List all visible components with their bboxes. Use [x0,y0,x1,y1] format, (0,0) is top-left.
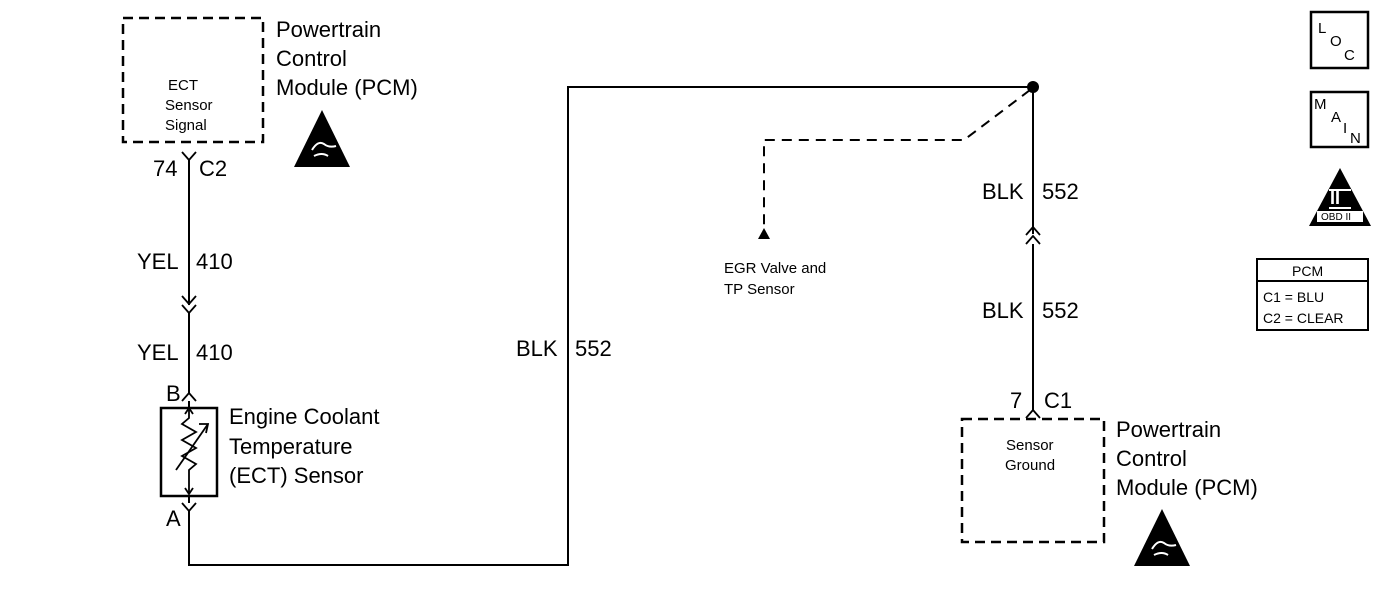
main-icon: M A I N [1309,90,1370,149]
svg-text:L: L [1318,20,1326,37]
wire-blk-right-upper-circuit: 552 [1042,179,1079,204]
svg-text:I: I [1343,120,1347,137]
ect-pin-a-symbol [181,502,197,513]
pcm-top-title-line-2: Control [276,46,347,71]
pcm-bottom-title-line-3: Module (PCM) [1116,475,1258,500]
ect-title-line-2: Temperature [229,434,353,459]
connector-table-row-2: C2 = CLEAR [1263,310,1344,326]
wire-blk-main-circuit: 552 [575,336,612,361]
pcm-bottom-pin: 7 [1010,388,1022,413]
connector-table-row-1: C1 = BLU [1263,289,1324,305]
wire-blk-right-lower-color: BLK [982,298,1024,323]
ect-pin-b-symbol [181,391,197,402]
pcm-top-title-line-3: Module (PCM) [276,75,418,100]
wire-yel-lower-color: YEL [137,340,179,365]
wire-yel-lower-circuit: 410 [196,340,233,365]
ect-pin-b: B [166,381,181,406]
wire-blk-right-upper-color: BLK [982,179,1024,204]
pcm-top-box [121,16,265,144]
wire-yel-upper-color: YEL [137,249,179,274]
pcm-bottom-title-line-1: Powertrain [1116,417,1221,442]
svg-text:C: C [1344,47,1355,64]
ect-pin-a: A [166,506,181,531]
egr-branch-arrow [758,228,770,239]
connector-table-header: PCM [1292,263,1323,279]
svg-text:A: A [1331,109,1341,126]
wire-blk-right-lower-circuit: 552 [1042,298,1079,323]
pcm-top-pin: 74 [153,156,177,181]
pcm-bottom-title-line-2: Control [1116,446,1187,471]
loc-icon: L O C [1309,10,1370,70]
ect-title-line-1: Engine Coolant [229,404,379,429]
svg-text:OBD II: OBD II [1321,212,1351,223]
esd-warning-icon [294,110,350,167]
ect-title-line-3: (ECT) Sensor [229,463,363,488]
svg-text:M: M [1314,96,1327,113]
pcm-top-box-line-1: ECT [168,77,198,94]
connector-color-table: PCM C1 = BLU C2 = CLEAR [1256,258,1369,331]
svg-text:N: N [1350,130,1361,147]
obd-ii-icon: II OBD II [1309,168,1371,226]
egr-label-line-2: TP Sensor [724,281,795,298]
svg-text:O: O [1330,33,1342,50]
pcm-top-box-line-2: Sensor [165,97,213,114]
pcm-top-box-line-3: Signal [165,117,207,134]
pcm-bottom-box [960,417,1106,544]
esd-warning-icon [1134,509,1190,566]
pcm-bottom-connector: C1 [1044,388,1072,413]
egr-branch-wire [763,89,1031,228]
thermistor-icon [175,406,210,496]
wire-blk-main [188,86,1033,566]
pcm-top-connector: C2 [199,156,227,181]
wire-yel-upper-circuit: 410 [196,249,233,274]
pcm-bottom-connector-symbol [1025,408,1041,419]
pcm-top-title-line-1: Powertrain [276,17,381,42]
inline-connector-blk [1025,225,1041,245]
svg-text:II: II [1330,188,1340,208]
pcm-top-connector-symbol [181,151,197,162]
pcm-bottom-box-line-2: Ground [1005,457,1055,474]
pcm-bottom-box-line-1: Sensor [1006,437,1054,454]
wire-blk-main-color: BLK [516,336,558,361]
egr-label-line-1: EGR Valve and [724,260,826,277]
